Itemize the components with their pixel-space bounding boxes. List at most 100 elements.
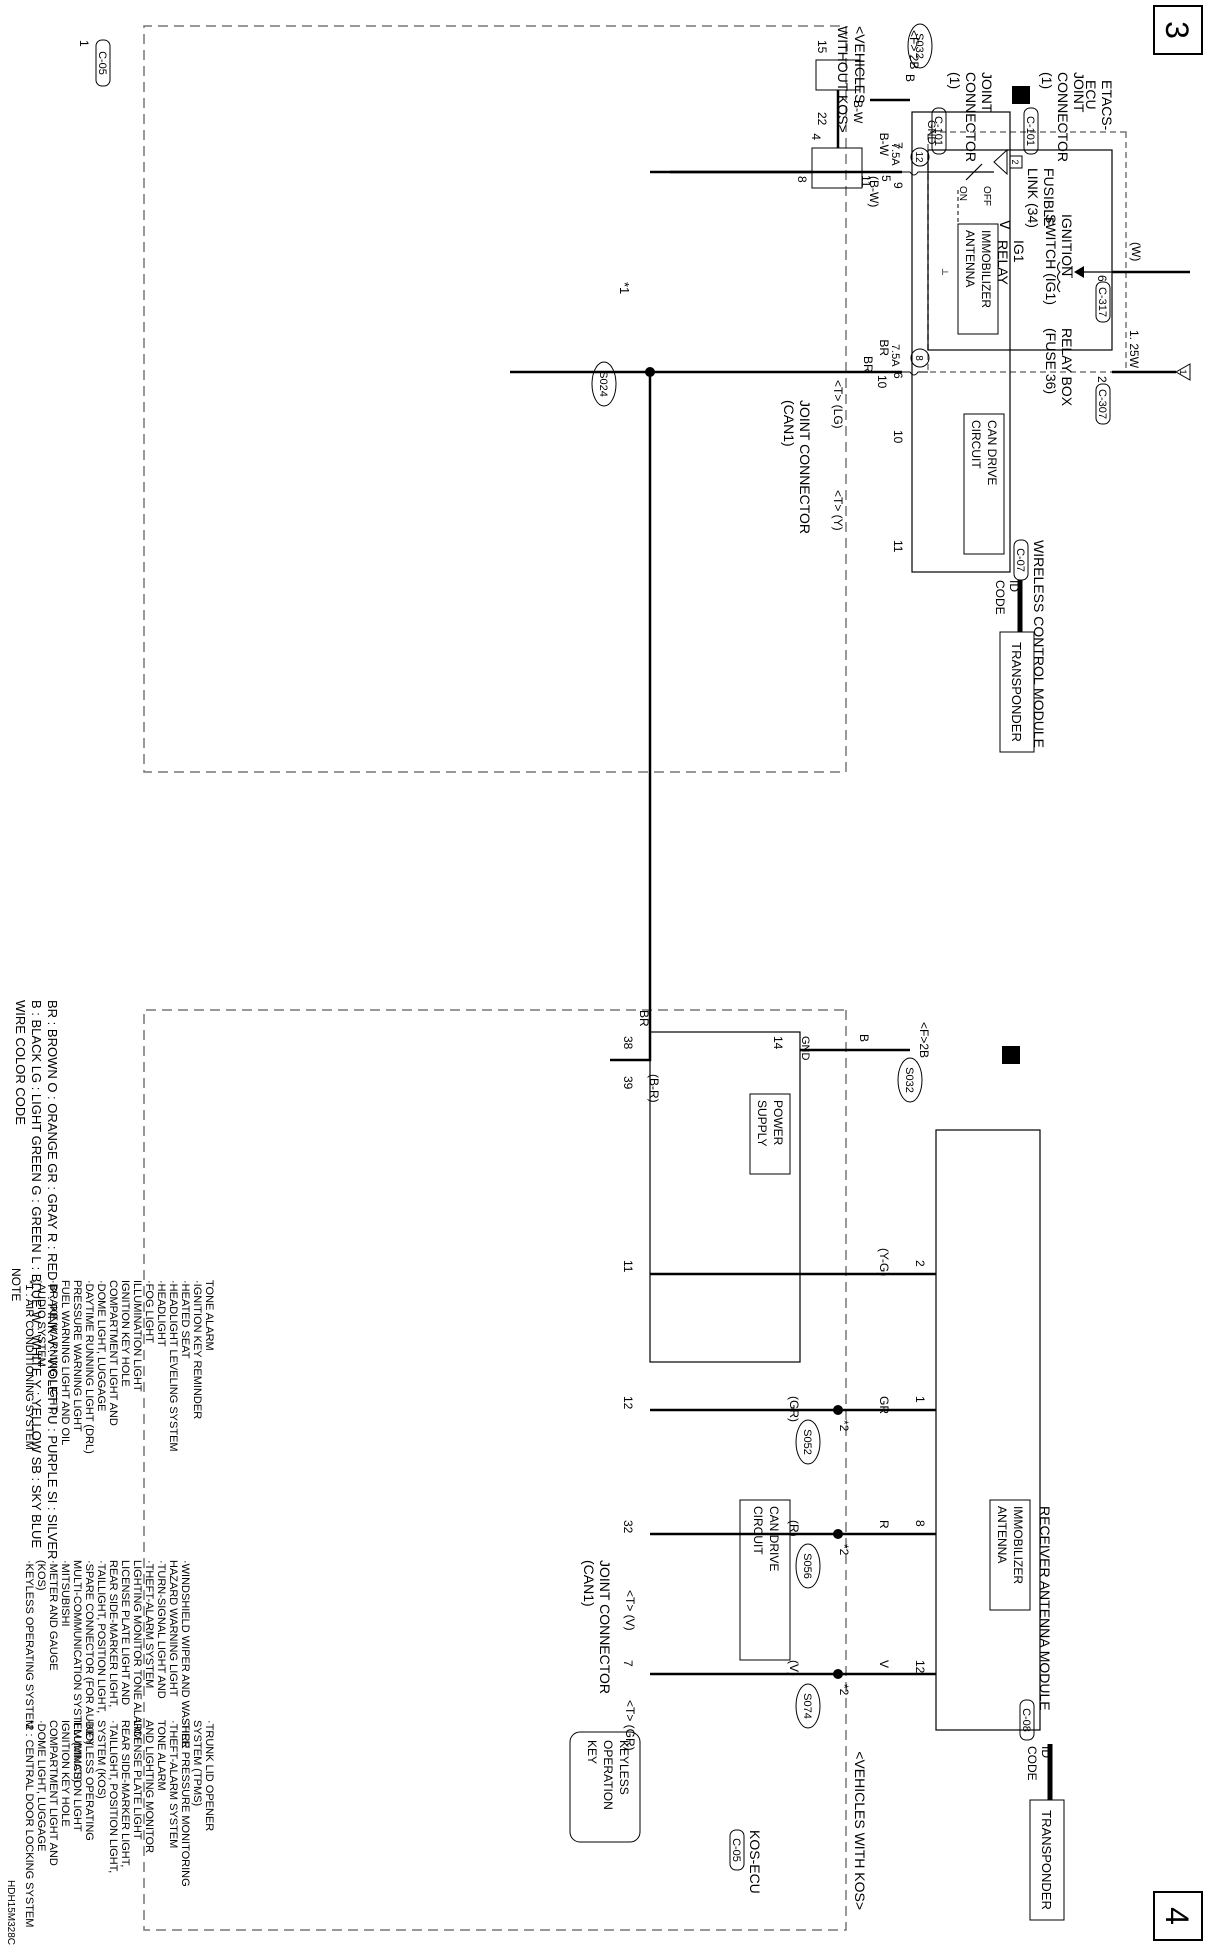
pin-15: 15 (815, 40, 829, 54)
connector-c101-tag-a (1023, 107, 1039, 155)
note-star1-line-14: ·IGNITION KEY REMINDER (191, 1280, 203, 1419)
immobilizer-antenna-box-a (957, 223, 999, 335)
note-star1b-line-13: ·WINDSHIELD WIPER AND WASHER (179, 1560, 191, 1748)
wireless-control-module-box (911, 111, 1011, 573)
splice-s032-a-label: S032 (913, 33, 925, 59)
note-star1b-line-2: ·METER AND GAUGE (47, 1560, 59, 1671)
note-star1b-line-9: LIGHTING MONITOR TONE ALARM (131, 1560, 143, 1740)
splice-s024 (591, 361, 617, 407)
pin-11-kos: 11 (621, 1260, 635, 1273)
transponder-box-a (999, 631, 1035, 753)
wire-v-paren: (V) (787, 1660, 801, 1676)
note-star1-line-15: TONE ALARM (203, 1280, 215, 1351)
connector-c101-tag-a-label: C-101 (1024, 116, 1036, 146)
receiver-antenna-module-label: RECEIVER ANTENNA MODULE (1037, 1506, 1053, 1711)
ground-box-a (1012, 86, 1030, 104)
splice-s032-b (897, 1057, 923, 1103)
note-star1-line-13: ·HEATED SEAT (179, 1280, 191, 1359)
etacs-ecu-label-2: ECU (1083, 80, 1099, 110)
can-drive-b-1: CAN DRIVE (767, 1506, 781, 1571)
ig1-relay-label-1: IG1 (1011, 240, 1027, 263)
region-without-kos (143, 25, 847, 773)
transponder-a-label: TRANSPONDER (1009, 642, 1024, 742)
note-star2-line-0: *2 : CENTRAL DOOR LOCKING SYSTEM (23, 1720, 35, 1927)
connector-c307-tag (1095, 383, 1111, 425)
fuse-8-rating: 7.5A (889, 344, 901, 367)
splice-s052-label: S052 (801, 1429, 813, 1455)
pin-7-gnd: 7 (891, 142, 905, 149)
note-star2-line-1: ·DOME LIGHT, LUGGAGE (35, 1720, 47, 1851)
wireless-control-module-label: WIRELESS CONTROL MODULE (1031, 540, 1047, 748)
pin-32: 32 (621, 1520, 635, 1534)
wire-v: V (877, 1660, 891, 1668)
connector-c317-tag (1095, 281, 1111, 323)
ground-box-b-num: 4 (1003, 1051, 1018, 1058)
note-star1-line-10: ·FOG LIGHT (143, 1280, 155, 1343)
etacs-ecu-box (927, 131, 1127, 373)
relay-box-terminal-num: 1 (1178, 369, 1188, 374)
joint-can1-a-1: JOINT CONNECTOR (797, 400, 813, 534)
pin-38: 38 (621, 1036, 635, 1050)
receiver-antenna-module-box (935, 1129, 1041, 1731)
wire-bw-paren: (B-W) (867, 176, 881, 207)
wire-gr-paren: (GR) (787, 1396, 801, 1422)
joint-connector-a-label-2: CONNECTOR (1055, 72, 1071, 162)
relay-switch-contact-icon (965, 163, 983, 181)
pin-1-rx: 1 (913, 1396, 927, 1403)
pin-5: 5 (879, 175, 893, 182)
can-drive-a-1: CAN DRIVE (985, 420, 999, 485)
note-star1b-line-0: ·KEYLESS OPERATING SYSTEM (23, 1560, 35, 1729)
power-supply-1: POWER (771, 1100, 785, 1146)
fuse-12-icon (910, 147, 930, 167)
note-star2-line-10: AND LIGHTING MONITOR (143, 1720, 155, 1853)
page-number-box-right (1153, 1891, 1203, 1941)
note-star1b-line-10: ·THEFT-ALARM SYSTEM (143, 1560, 155, 1688)
wire-br-3: BR (637, 1010, 651, 1027)
diode-icon (1074, 266, 1084, 278)
note-block: NOTE *1 : AIR CONDITIONING SYSTEM·AUDIO … (9, 1268, 215, 1927)
connector-c05-tag-label: C-05 (730, 1838, 742, 1862)
connector-tables: C-05 1 (77, 39, 111, 87)
keyless-key-3: KEY (585, 1740, 599, 1764)
relay-coil-icon (1057, 261, 1061, 293)
wire-br-paren: (B-R) (647, 1074, 661, 1103)
wire-br-2: BR (861, 356, 875, 373)
wire-tv: <T> (V) (623, 1590, 637, 1631)
note-star1-line-2: ·BRAKE WARNING LIGHT, (47, 1280, 59, 1414)
kos-ecu-label: KOS-ECU (747, 1830, 763, 1894)
ground-box-a-num: 4 (1013, 91, 1028, 98)
joint-can1-b-1: JOINT CONNECTOR (597, 1560, 613, 1694)
pin-10-etacs: 10 (875, 375, 889, 389)
immobilizer-antenna-b-2: ANTENNA (995, 1506, 1009, 1563)
note-star2-line-12: ·THEFT-ALARM SYSTEM (167, 1720, 179, 1848)
ground-ref-b: <F>2B (917, 1022, 931, 1058)
keyless-key-box (569, 1731, 641, 1843)
star2-c: *2 (837, 1684, 851, 1696)
pin-8-joint: 8 (795, 176, 809, 183)
pin-10-can: 10 (891, 430, 905, 444)
label-with-kos: <VEHICLES WITH KOS> (852, 1751, 868, 1910)
fuse-12-rating: 7.5A (889, 143, 901, 166)
note-star1-line-1: ·AUDIO SYSTEM (35, 1280, 47, 1367)
wire-125w-label: 1. 25W (1127, 330, 1141, 369)
wire-color-code-title: WIRE COLOR CODE (13, 1000, 28, 1125)
note-star2-line-13: ·TIRE PRESSURE MONITORING (179, 1720, 191, 1887)
note-star2-line-15: ·TRUNK LID OPENER (203, 1720, 215, 1831)
relay-off-label: OFF (981, 186, 992, 206)
note-star1-line-11: ·HEADLIGHT (155, 1280, 167, 1347)
note-star2-line-3: IGNITION KEY HOLE (59, 1720, 71, 1827)
page-number-left: 3 (1159, 21, 1195, 39)
joint-can1-a-2: (CAN1) (781, 400, 797, 447)
can-drive-box-a (963, 413, 1005, 555)
note-star2-line-11: TONE ALARM (155, 1720, 167, 1791)
keyless-key-2: OPERATION (601, 1740, 615, 1810)
joint-connector-a-label-3: (1) (1039, 72, 1055, 89)
drawing-code: HDH15M328C (5, 1880, 16, 1945)
splice-s032-a (907, 23, 933, 69)
note-star1-line-4: PRESSURE WARNING LIGHT (71, 1280, 83, 1432)
note-title: NOTE (9, 1268, 23, 1301)
fuse-12-num: 12 (913, 151, 924, 163)
region-with-kos (143, 1009, 847, 1931)
